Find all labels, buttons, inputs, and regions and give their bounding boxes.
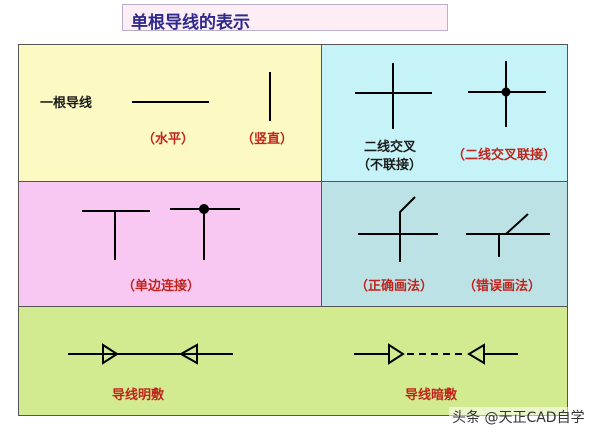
cross-unconnected-symbol bbox=[355, 63, 432, 129]
label-correct: （正确画法） bbox=[355, 279, 434, 294]
junction-dot bbox=[501, 87, 511, 97]
label-wire-concealed: 导线暗敷 bbox=[405, 388, 458, 403]
concealed-wiring-symbol bbox=[354, 343, 518, 365]
t-junction-dot-symbol bbox=[170, 208, 240, 260]
label-cross-unconnected-1: 二线交叉 bbox=[364, 140, 417, 155]
title-box: 单根导线的表示 bbox=[122, 4, 448, 33]
panel-crossing bbox=[321, 44, 568, 182]
label-cross-connected: （二线交叉联接） bbox=[452, 148, 557, 163]
correct-method-symbol bbox=[358, 196, 438, 262]
label-cross-unconnected-2: （不联接） bbox=[357, 158, 423, 173]
label-horizontal: （水平） bbox=[142, 132, 195, 147]
label-wire-exposed: 导线明敷 bbox=[112, 388, 165, 403]
label-single-wire: 一根导线 bbox=[40, 96, 93, 111]
junction-dot bbox=[199, 204, 209, 214]
label-vertical: （竖直） bbox=[241, 132, 294, 147]
exposed-wiring-symbol bbox=[68, 343, 233, 365]
panel-wiring-method bbox=[18, 306, 568, 416]
panel-single-side bbox=[18, 181, 322, 307]
page-title: 单根导线的表示 bbox=[131, 13, 250, 33]
label-single-side: （单边连接） bbox=[122, 279, 201, 294]
panel-single-wire bbox=[18, 44, 322, 182]
t-junction-symbol bbox=[82, 210, 150, 260]
label-wrong: （错误画法） bbox=[463, 279, 542, 294]
watermark: 头条 @天正CAD自学 bbox=[449, 407, 588, 427]
wrong-method-symbol bbox=[466, 213, 550, 257]
